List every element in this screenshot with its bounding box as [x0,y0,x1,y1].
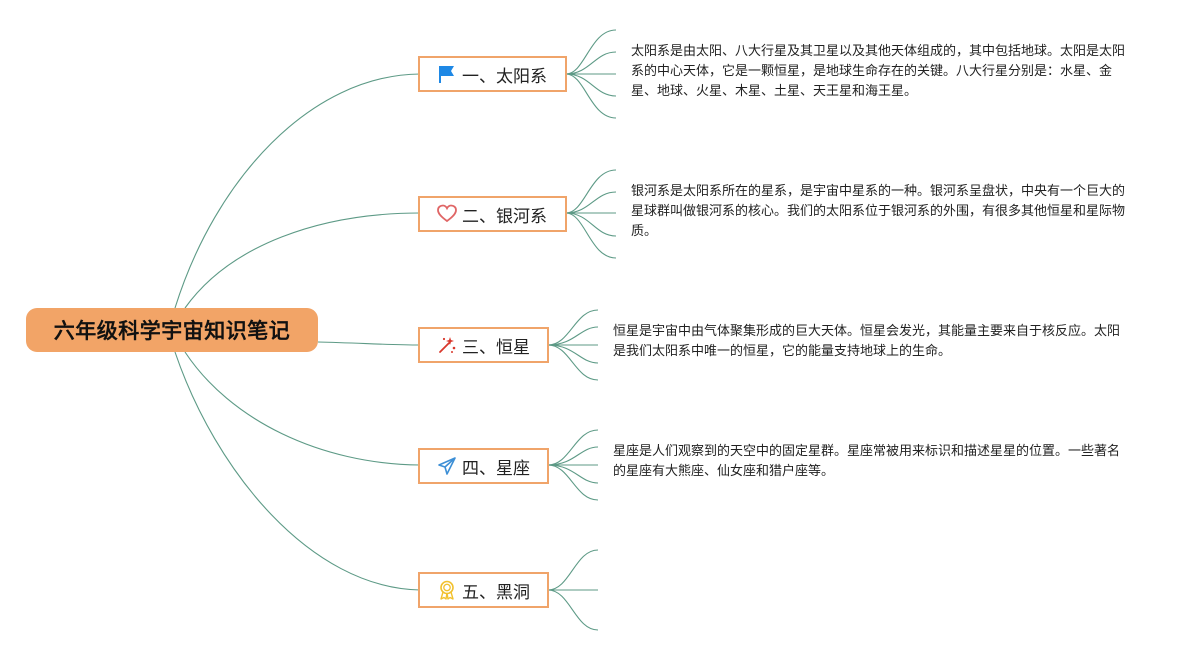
note-milky-way: 银河系是太阳系所在的星系，是宇宙中星系的一种。银河系呈盘状，中央有一个巨大的星球… [631,182,1131,242]
branch-milky-way[interactable]: 二、银河系 [418,196,567,232]
heart-icon [436,203,458,225]
note-constellation: 星座是人们观察到的天空中的固定星群。星座常被用来标识和描述星星的位置。一些著名的… [613,442,1123,482]
connector-root-to-branch-3 [317,341,421,346]
branch-solar-system[interactable]: 一、太阳系 [418,56,567,92]
connector-root-to-branch-4 [184,351,421,466]
root-topic-label: 六年级科学宇宙知识笔记 [53,319,291,343]
sparkle-icon [436,334,458,356]
fan-branch-2 [565,169,617,214]
note-text: 银河系是太阳系所在的星系，是宇宙中星系的一种。银河系呈盘状，中央有一个巨大的星球… [631,184,1126,239]
note-text: 星座是人们观察到的天空中的固定星群。星座常被用来标识和描述星星的位置。一些著名的… [613,444,1121,479]
note-star: 恒星是宇宙中由气体聚集形成的巨大天体。恒星会发光，其能量主要来自于核反应。太阳是… [613,322,1123,362]
branch-label: 二、银河系 [462,206,547,227]
fan-branch-3 [547,309,599,346]
award-badge-icon [436,579,458,601]
fan-branch-4 [547,429,599,466]
fan-branch-5 [547,549,599,591]
note-text: 太阳系是由太阳、八大行星及其卫星以及其他天体组成的，其中包括地球。太阳是太阳系的… [631,44,1126,99]
branch-label: 三、恒星 [462,337,530,358]
paper-plane-icon [436,455,458,477]
root-topic[interactable]: 六年级科学宇宙知识笔记 [26,308,318,352]
branch-label: 五、黑洞 [462,582,530,603]
fan-branch-1 [565,29,617,75]
branch-label: 四、星座 [462,458,530,479]
branch-constellation[interactable]: 四、星座 [418,448,549,484]
branch-black-hole[interactable]: 五、黑洞 [418,572,549,608]
flag-icon [436,63,458,85]
connector-root-to-branch-2 [184,212,421,309]
branch-star[interactable]: 三、恒星 [418,327,549,363]
connector-root-to-branch-5 [174,351,421,591]
branch-label: 一、太阳系 [462,66,547,87]
note-solar-system: 太阳系是由太阳、八大行星及其卫星以及其他天体组成的，其中包括地球。太阳是太阳系的… [631,42,1131,102]
connector-root-to-branch-1 [174,73,421,309]
note-text: 恒星是宇宙中由气体聚集形成的巨大天体。恒星会发光，其能量主要来自于核反应。太阳是… [613,324,1121,359]
